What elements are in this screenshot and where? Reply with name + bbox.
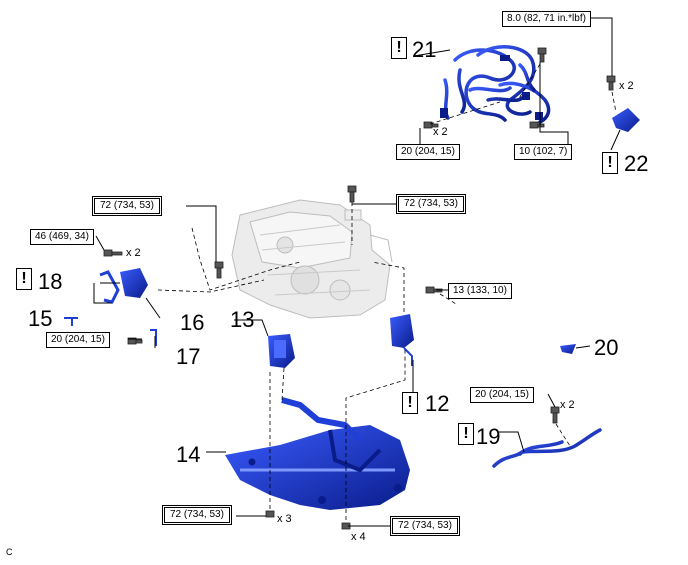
warning-icon-18: !: [16, 268, 32, 290]
torque-spec-18: 46 (469, 34): [30, 229, 94, 245]
part-20: [560, 344, 576, 354]
torque-spec-14a: 72 (734, 53): [162, 505, 232, 525]
part-number-22: 22: [624, 151, 649, 176]
torque-spec-top-mount: 72 (734, 53): [396, 194, 466, 214]
part-number-20: 20: [594, 335, 619, 360]
bolts: [103, 47, 616, 530]
part-number-19: 19: [476, 424, 501, 449]
part-15: [64, 317, 78, 326]
engine-assembly: [231, 199, 393, 319]
quantity-19: x 2: [560, 399, 575, 411]
quantity-14a: x 3: [277, 513, 292, 525]
engine-mount-12: [390, 314, 414, 366]
torque-spec-14b: 72 (734, 53): [390, 516, 460, 536]
harness-19: [492, 428, 602, 468]
torque-spec-left-mount: 72 (734, 53): [92, 196, 162, 216]
torque-spec-12: 13 (133, 10): [448, 283, 512, 299]
figure-code: C: [6, 547, 13, 557]
bracket-22: [612, 108, 640, 132]
torque-spec-21a: 20 (204, 15): [396, 144, 460, 160]
alignment-dashes: [157, 63, 617, 520]
torque-spec-22: 8.0 (82, 71 in.*lbf): [502, 11, 591, 27]
engine-mount-13: [268, 334, 295, 368]
leader-lines: [93, 17, 621, 527]
warning-icon-22: !: [602, 152, 618, 174]
warning-icon-12: !: [402, 392, 418, 414]
part-number-17: 17: [176, 344, 201, 369]
warning-icon-19: !: [458, 423, 474, 445]
wire-harness-21: [443, 45, 551, 124]
engine-mount-18: [99, 268, 148, 304]
part-number-16: 16: [180, 310, 205, 335]
subframe-14: [225, 397, 410, 510]
part-17-bolt: [150, 329, 157, 346]
quantity-14b: x 4: [351, 531, 366, 543]
quantity-21: x 2: [433, 126, 448, 138]
warning-icon-21: !: [391, 37, 407, 59]
harness-connectors: [440, 55, 543, 120]
part-number-12: 12: [425, 391, 450, 416]
part-number-21: 21: [412, 37, 437, 62]
torque-spec-21b: 10 (102, 7): [514, 144, 573, 160]
part-number-13: 13: [230, 307, 255, 332]
part-number-15: 15: [28, 306, 53, 331]
quantity-22: x 2: [619, 80, 634, 92]
quantity-18: x 2: [126, 247, 141, 259]
part-number-18: 18: [38, 269, 63, 294]
torque-spec-17: 20 (204, 15): [46, 332, 110, 348]
torque-spec-19: 20 (204, 15): [470, 387, 534, 403]
part-number-14: 14: [176, 442, 201, 467]
